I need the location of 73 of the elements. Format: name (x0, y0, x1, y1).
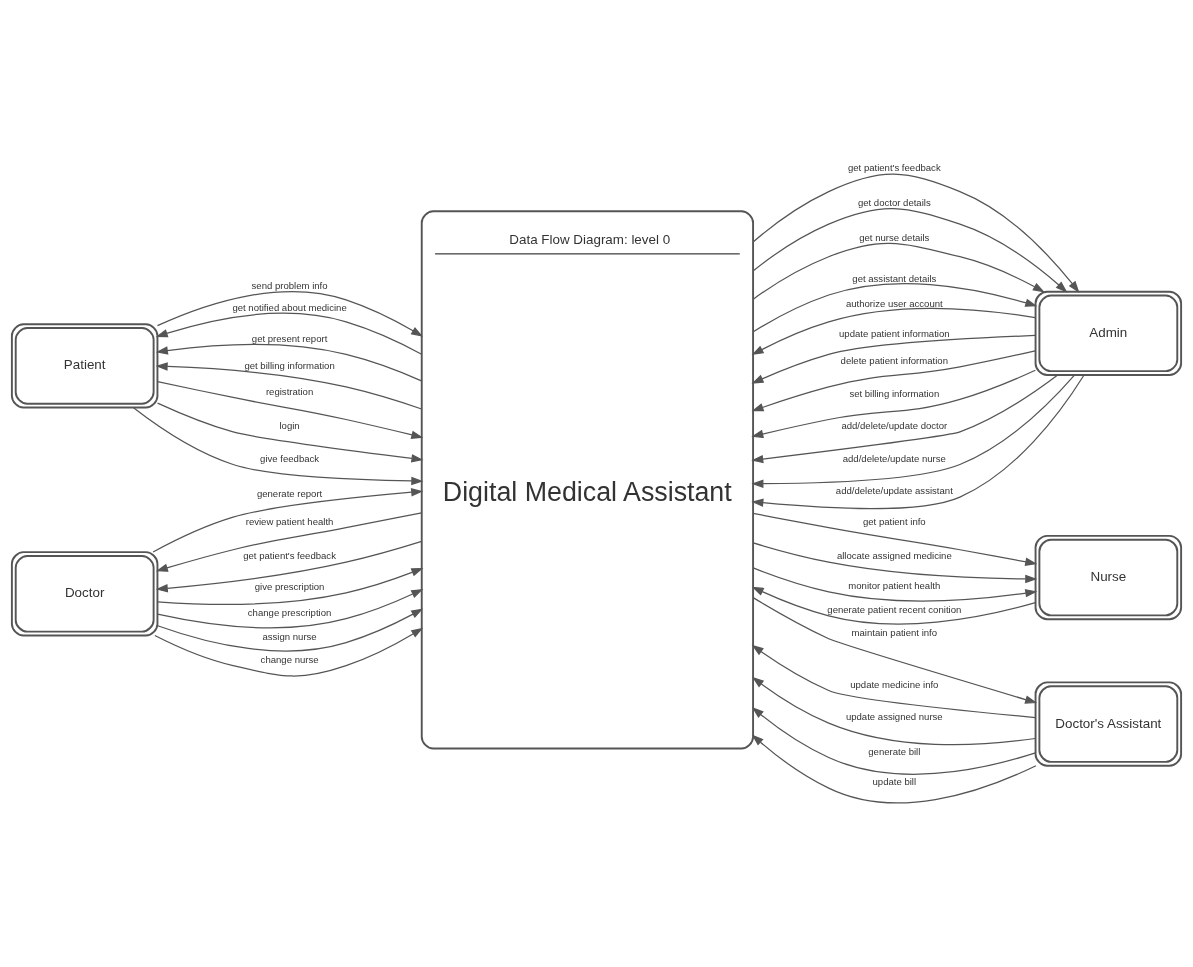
arrow (751, 350, 1036, 412)
arrow (752, 283, 1038, 333)
node-box: Data Flow Diagram: level 0 Digital Medical Assistant (420, 210, 755, 750)
arrow (156, 380, 424, 439)
arrow (156, 588, 424, 629)
edge-label: set billing information (849, 387, 940, 399)
edge-label: login (279, 420, 300, 432)
arrow (751, 369, 1036, 439)
arrow (156, 291, 424, 337)
arrow (751, 676, 1036, 746)
edge-label: generate bill (868, 745, 921, 757)
arrow (752, 567, 1038, 602)
edge-label: get present report (251, 332, 328, 344)
arrow (156, 402, 424, 463)
arrow (157, 608, 424, 652)
edge-label: get patient info (862, 515, 926, 527)
edge-label: get billing information (244, 359, 335, 371)
edge-label: change nurse (260, 653, 319, 665)
edge-label: get patient's feedback (847, 162, 941, 174)
edge-label: add/delete/update doctor (841, 420, 948, 432)
edge-label: add/delete/update assistant (835, 485, 953, 497)
edge-label: add/delete/update nurse (842, 452, 946, 464)
edge-label: monitor patient health (848, 580, 941, 591)
arrow (752, 173, 1080, 293)
node-box: Patient (10, 323, 159, 409)
edge-label: registration (265, 385, 314, 397)
arrow (751, 374, 1085, 510)
arrow (751, 586, 1037, 625)
edge-label: update medicine info (850, 678, 939, 690)
arrow (752, 542, 1038, 584)
arrow (155, 362, 423, 410)
arrow (751, 307, 1036, 356)
arrow (152, 488, 424, 553)
arrow (752, 242, 1045, 300)
arrow (751, 374, 1076, 488)
edge-label: get doctor details (857, 196, 931, 208)
arrow (155, 512, 423, 572)
edge-label: generate report (256, 488, 323, 500)
arrow (156, 567, 424, 605)
node-box: Doctor (10, 551, 159, 637)
arrow (751, 374, 1059, 464)
edge-label: give feedback (260, 452, 320, 464)
arrow (752, 597, 1038, 704)
edge-label: authorize user account (845, 297, 943, 309)
arrow (154, 627, 424, 677)
edge-label: assign nurse (262, 630, 317, 642)
edge-label: get assistant details (852, 272, 937, 284)
edge-label: review patient health (245, 515, 334, 527)
node-box: Doctor's Assistant (1034, 681, 1183, 767)
edge-label: maintain patient info (851, 626, 938, 638)
edge-label: get patient's feedback (243, 550, 336, 562)
edge-label: get nurse details (859, 232, 930, 244)
edge-label: change prescription (247, 606, 332, 618)
arrow (752, 208, 1068, 293)
arrow (752, 512, 1038, 566)
edge-label: send problem info (251, 280, 328, 292)
edge-label: get notified about medicine (232, 302, 347, 314)
edge-label: delete patient information (840, 354, 949, 366)
arrow (132, 407, 424, 486)
arrow (155, 540, 423, 593)
arrow (155, 312, 423, 355)
arrow (751, 644, 1037, 719)
arrow (751, 734, 1037, 804)
arrow (751, 334, 1036, 384)
edge-label: give prescription (254, 580, 325, 592)
edge-label: allocate assigned medicine (836, 550, 952, 562)
arrow (155, 343, 423, 382)
edge-label: update patient information (839, 328, 950, 340)
node-box: Nurse (1034, 534, 1183, 621)
edge-label: update bill (872, 776, 917, 788)
edge-label: generate patient recent conition (827, 603, 962, 615)
edge-label: update assigned nurse (845, 711, 943, 723)
arrow (751, 707, 1037, 775)
